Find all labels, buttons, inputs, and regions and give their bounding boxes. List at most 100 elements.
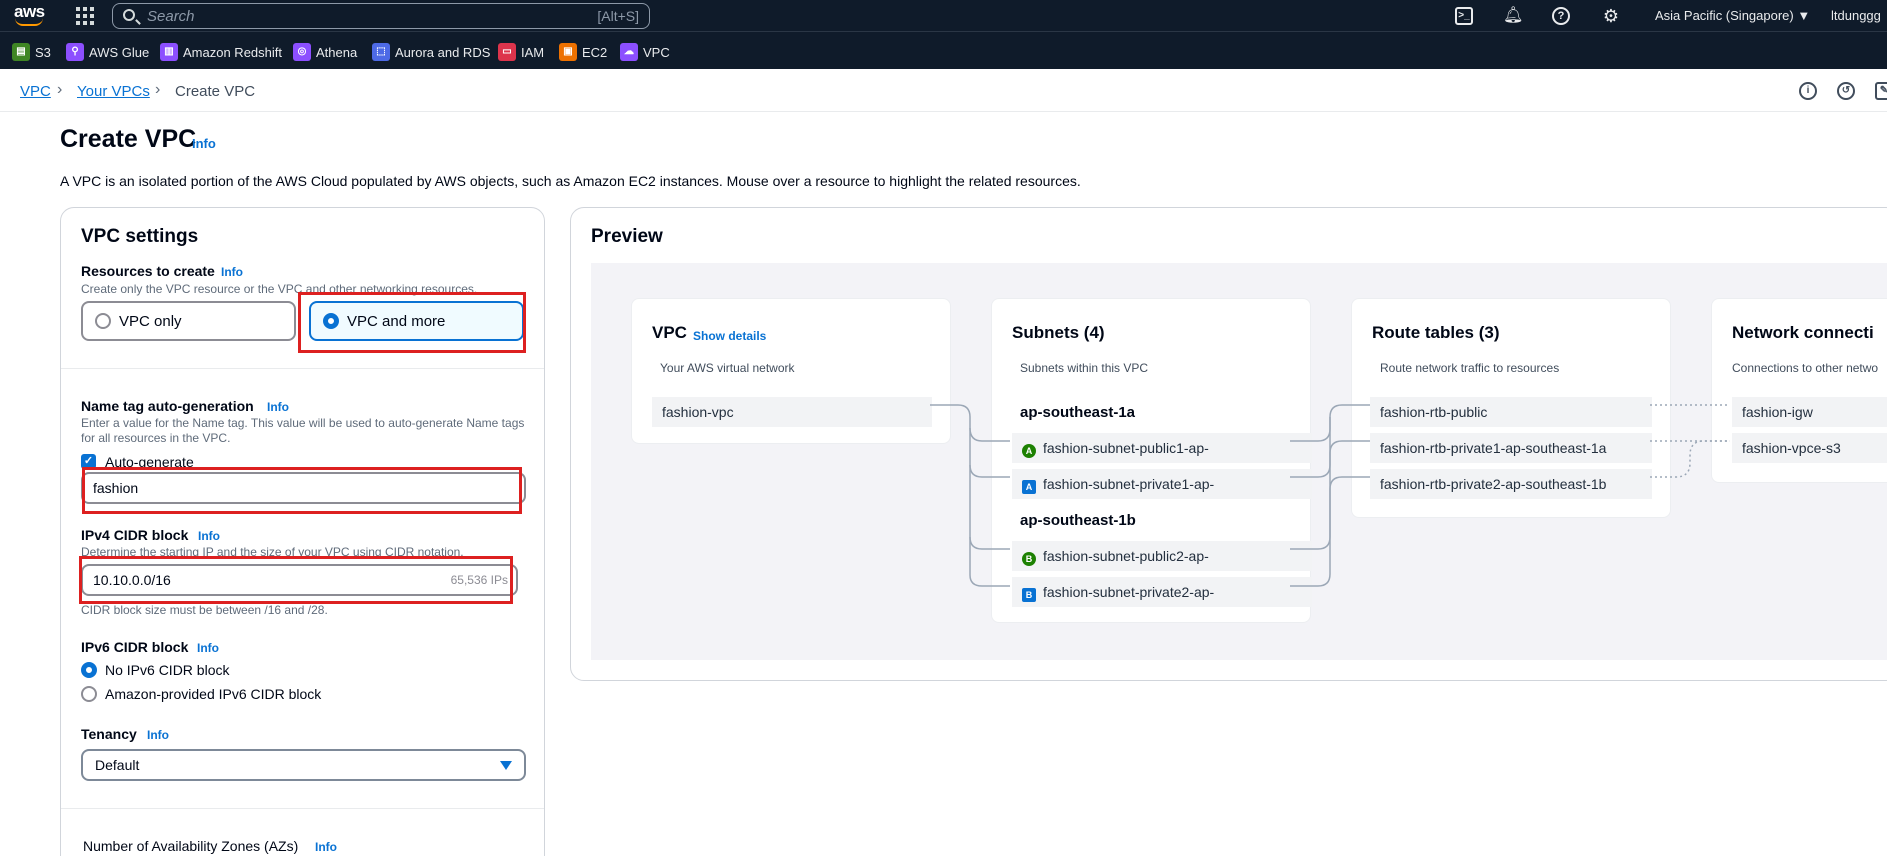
vpc-card: VPC Show details Your AWS virtual networ… <box>631 298 951 444</box>
favorite-label: Aurora and RDS <box>395 44 491 60</box>
iam-icon: ▭ <box>498 43 516 61</box>
breadcrumb-vpc[interactable]: VPC <box>20 83 51 100</box>
radio-vpc-only[interactable] <box>95 313 111 329</box>
favorite-label: Athena <box>316 44 358 60</box>
breadcrumb-your-vpcs[interactable]: Your VPCs <box>77 83 150 100</box>
private-subnet-badge-icon: B <box>1022 588 1036 602</box>
auto-generate-checkbox[interactable]: ✓ <box>81 454 96 469</box>
panel-title: VPC settings <box>81 226 199 247</box>
favorite-aws-glue[interactable]: ⚲ AWS Glue <box>66 43 149 61</box>
subnets-card: Subnets (4) Subnets within this VPC ap-s… <box>991 298 1312 623</box>
favorite-iam[interactable]: ▭ IAM <box>498 43 544 61</box>
shortcut-icon[interactable]: ↺ <box>1837 82 1855 100</box>
name-tag-input[interactable]: fashion <box>81 472 526 504</box>
search-placeholder: Search <box>147 8 195 25</box>
preview-panel: Preview VPC Show details Your AWS virtua… <box>570 207 1887 681</box>
feedback-icon[interactable]: ✎ <box>1875 82 1887 100</box>
glue-icon: ⚲ <box>66 43 84 61</box>
network-node[interactable]: fashion-igw <box>1732 397 1887 427</box>
favorite-ec2[interactable]: ▣EC2 <box>559 43 607 61</box>
favorite-label: IAM <box>521 44 545 60</box>
rds-icon: ⬚ <box>372 43 390 61</box>
ipv6-info-link[interactable]: Info <box>197 641 219 655</box>
title-info-link[interactable]: Info <box>192 136 216 151</box>
favorites-bar: ▤S3 ⚲ AWS Glue ▥Amazon Redshift ◎ Athena ⬚… <box>0 31 1887 69</box>
az-label-1a: ap-southeast-1a <box>1020 404 1136 421</box>
caret-down-icon <box>500 761 512 770</box>
favorite-athena[interactable]: ◎ Athena <box>293 43 357 61</box>
search-shortcut: [Alt+S] <box>597 8 639 24</box>
route-table-node[interactable]: fashion-rtb-private2-ap-southeast-1b <box>1370 469 1652 499</box>
ipv4-constraint: CIDR block size must be between /16 and … <box>81 603 328 617</box>
breadcrumb: VPC › Your VPCs › Create VPC i ↺ ✎ <box>0 69 1887 112</box>
s3-icon: ▤ <box>12 43 30 61</box>
favorite-aurora-rds[interactable]: ⬚ Aurora and RDS <box>372 43 490 61</box>
aws-logo[interactable]: aws <box>14 2 46 28</box>
radio-amazon-ipv6[interactable] <box>81 686 97 702</box>
route-table-node[interactable]: fashion-rtb-private1-ap-southeast-1a <box>1370 433 1652 463</box>
tenancy-label: Tenancy <box>81 726 137 742</box>
name-tag-info-link[interactable]: Info <box>267 400 289 414</box>
radio-no-ipv6[interactable] <box>81 662 97 678</box>
vpc-node[interactable]: fashion-vpc <box>652 397 932 427</box>
ipv4-description: Determine the starting IP and the size o… <box>81 545 464 559</box>
gear-icon[interactable]: ⚙ <box>1602 6 1620 26</box>
tenancy-select[interactable]: Default <box>81 749 526 781</box>
tile-vpc-and-more[interactable]: VPC and more <box>309 301 524 341</box>
tile-label: VPC only <box>119 313 182 330</box>
ipv4-info-link[interactable]: Info <box>198 529 220 543</box>
route-tables-card-subtitle: Route network traffic to resources <box>1380 361 1560 375</box>
cloudshell-icon[interactable]: >_ <box>1455 7 1473 25</box>
ipv6-label: IPv6 CIDR block <box>81 639 189 655</box>
page-title: Create VPC <box>60 125 197 153</box>
name-tag-value: fashion <box>93 480 139 496</box>
favorite-label: VPC <box>643 44 670 60</box>
favorite-s3[interactable]: ▤S3 <box>12 43 51 61</box>
chevron-right-icon: › <box>155 81 161 98</box>
show-details-link[interactable]: Show details <box>693 329 767 343</box>
help-icon[interactable]: ? <box>1552 7 1570 25</box>
azs-label: Number of Availability Zones (AZs) <box>83 838 299 854</box>
subnet-name: fashion-subnet-public1-ap- <box>1043 440 1209 456</box>
network-node[interactable]: fashion-vpce-s3 <box>1732 433 1887 463</box>
az-label-1b: ap-southeast-1b <box>1020 512 1136 529</box>
favorite-label: EC2 <box>582 44 608 60</box>
name-tag-label: Name tag auto-generation <box>81 398 254 414</box>
subnet-name: fashion-subnet-private2-ap- <box>1043 584 1215 600</box>
page-description: A VPC is an isolated portion of the AWS … <box>60 173 1081 189</box>
route-table-node[interactable]: fashion-rtb-public <box>1370 397 1652 427</box>
favorite-vpc[interactable]: ☁VPC <box>620 43 670 61</box>
bell-icon[interactable]: 🔔︎ <box>1503 7 1524 24</box>
subnet-name: fashion-subnet-public2-ap- <box>1043 548 1209 564</box>
aws-logo-text: aws <box>14 2 45 21</box>
breadcrumb-current: Create VPC <box>175 83 256 100</box>
athena-icon: ◎ <box>293 43 311 61</box>
ipv4-ip-count: 65,536 IPs <box>450 573 508 587</box>
highlight-ipv4 <box>79 556 513 604</box>
subnets-card-title: Subnets (4) <box>1012 323 1105 342</box>
tile-vpc-only[interactable]: VPC only <box>81 301 296 341</box>
redshift-icon: ▥ <box>160 43 178 61</box>
azs-info-link[interactable]: Info <box>315 840 337 854</box>
preview-title: Preview <box>591 226 663 247</box>
resources-info-link[interactable]: Info <box>221 265 243 279</box>
ipv4-cidr-input[interactable]: 10.10.0.0/16 65,536 IPs <box>81 564 518 596</box>
network-card-title: Network connecti <box>1732 323 1874 342</box>
private-subnet-badge-icon: A <box>1022 480 1036 494</box>
favorite-amazon-redshift[interactable]: ▥Amazon Redshift <box>160 43 282 61</box>
info-panel-icon[interactable]: i <box>1799 82 1817 100</box>
highlight-resources <box>298 292 526 353</box>
region-selector[interactable]: Asia Pacific (Singapore) ▼ <box>1655 8 1811 23</box>
apps-grid-icon[interactable] <box>76 7 94 25</box>
name-tag-description: Enter a value for the Name tag. This val… <box>81 416 525 445</box>
user-menu[interactable]: ltdunggg <box>1831 8 1881 23</box>
search-input[interactable]: Search [Alt+S] <box>112 3 650 29</box>
subnets-card-subtitle: Subnets within this VPC <box>1020 361 1149 375</box>
tenancy-info-link[interactable]: Info <box>147 728 169 742</box>
radio-vpc-and-more[interactable] <box>323 313 339 329</box>
favorite-label: AWS Glue <box>89 44 150 60</box>
